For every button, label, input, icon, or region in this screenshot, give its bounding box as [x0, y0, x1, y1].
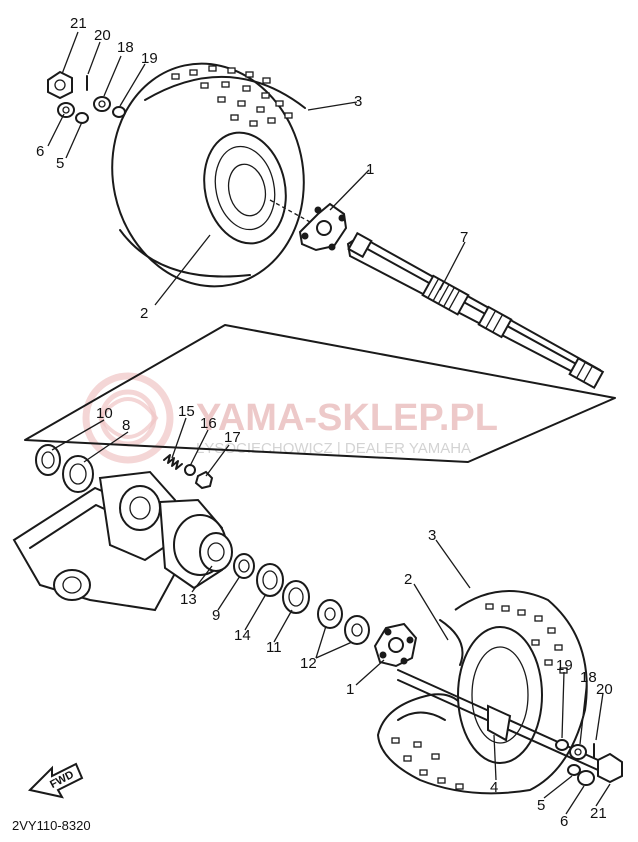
- lower-tread-blocks: [391, 603, 568, 790]
- callout-2-lower: 2: [404, 571, 412, 588]
- watermark-brand: YAMA-SKLEP.PL: [196, 397, 498, 439]
- spring-ball-nut: [163, 454, 214, 490]
- callout-19-top: 19: [141, 50, 158, 67]
- callout-5-top: 5: [56, 155, 64, 172]
- axle-spacers: [233, 553, 370, 645]
- tread-blocks: [171, 65, 293, 127]
- callout-6-top: 6: [36, 143, 44, 160]
- callout-13: 13: [180, 591, 197, 608]
- lower-tire: [376, 590, 599, 795]
- fwd-arrow-icon: [27, 762, 84, 799]
- callout-18-top: 18: [117, 39, 134, 56]
- callout-20-lower: 20: [596, 681, 613, 698]
- callout-10: 10: [96, 405, 113, 422]
- callout-14: 14: [234, 627, 251, 644]
- callout-19-lower: 19: [556, 657, 573, 674]
- callout-21-lower: 21: [590, 805, 607, 822]
- assembly-outline: [24, 324, 616, 463]
- leader-lines: [47, 31, 611, 815]
- callout-12: 12: [300, 655, 317, 672]
- top-tire: [111, 62, 311, 288]
- top-wheel-fasteners: [47, 70, 126, 124]
- callout-numbers: 21 20 18 19 3 1 7 2 6 5 10 8 15 16 17 13…: [36, 15, 613, 830]
- watermark-logo: [82, 372, 174, 464]
- callout-18-lower: 18: [580, 669, 597, 686]
- callout-9: 9: [212, 607, 220, 624]
- seal-and-bearing: [35, 444, 94, 493]
- swingarm-carrier: [12, 470, 233, 612]
- callout-11: 11: [266, 639, 282, 656]
- top-hub: [298, 202, 348, 252]
- watermark: YAMA-SKLEP.PL ŁYSOCIECHOWICZ | DEALER YA…: [82, 372, 498, 464]
- drawing-code: 2VY110-8320: [12, 818, 91, 833]
- callout-3-top: 3: [354, 93, 362, 110]
- callout-1-top: 1: [366, 161, 374, 178]
- callout-21-top: 21: [70, 15, 87, 32]
- callout-20-top: 20: [94, 27, 111, 44]
- fwd-arrow: FWD: [27, 762, 84, 799]
- callout-5-lower: 5: [537, 797, 545, 814]
- callout-17: 17: [224, 429, 241, 446]
- callout-16: 16: [200, 415, 217, 432]
- callout-15: 15: [178, 403, 195, 420]
- callout-1-lower: 1: [346, 681, 354, 698]
- callout-4: 4: [490, 779, 498, 796]
- callout-7: 7: [460, 229, 468, 246]
- callout-3-lower: 3: [428, 527, 436, 544]
- callout-2-top: 2: [140, 305, 148, 322]
- lower-hub: [373, 622, 418, 668]
- rear-axle: [346, 231, 605, 390]
- lower-wheel-fasteners: [555, 739, 623, 786]
- callout-6-lower: 6: [560, 813, 568, 830]
- callout-8: 8: [122, 417, 130, 434]
